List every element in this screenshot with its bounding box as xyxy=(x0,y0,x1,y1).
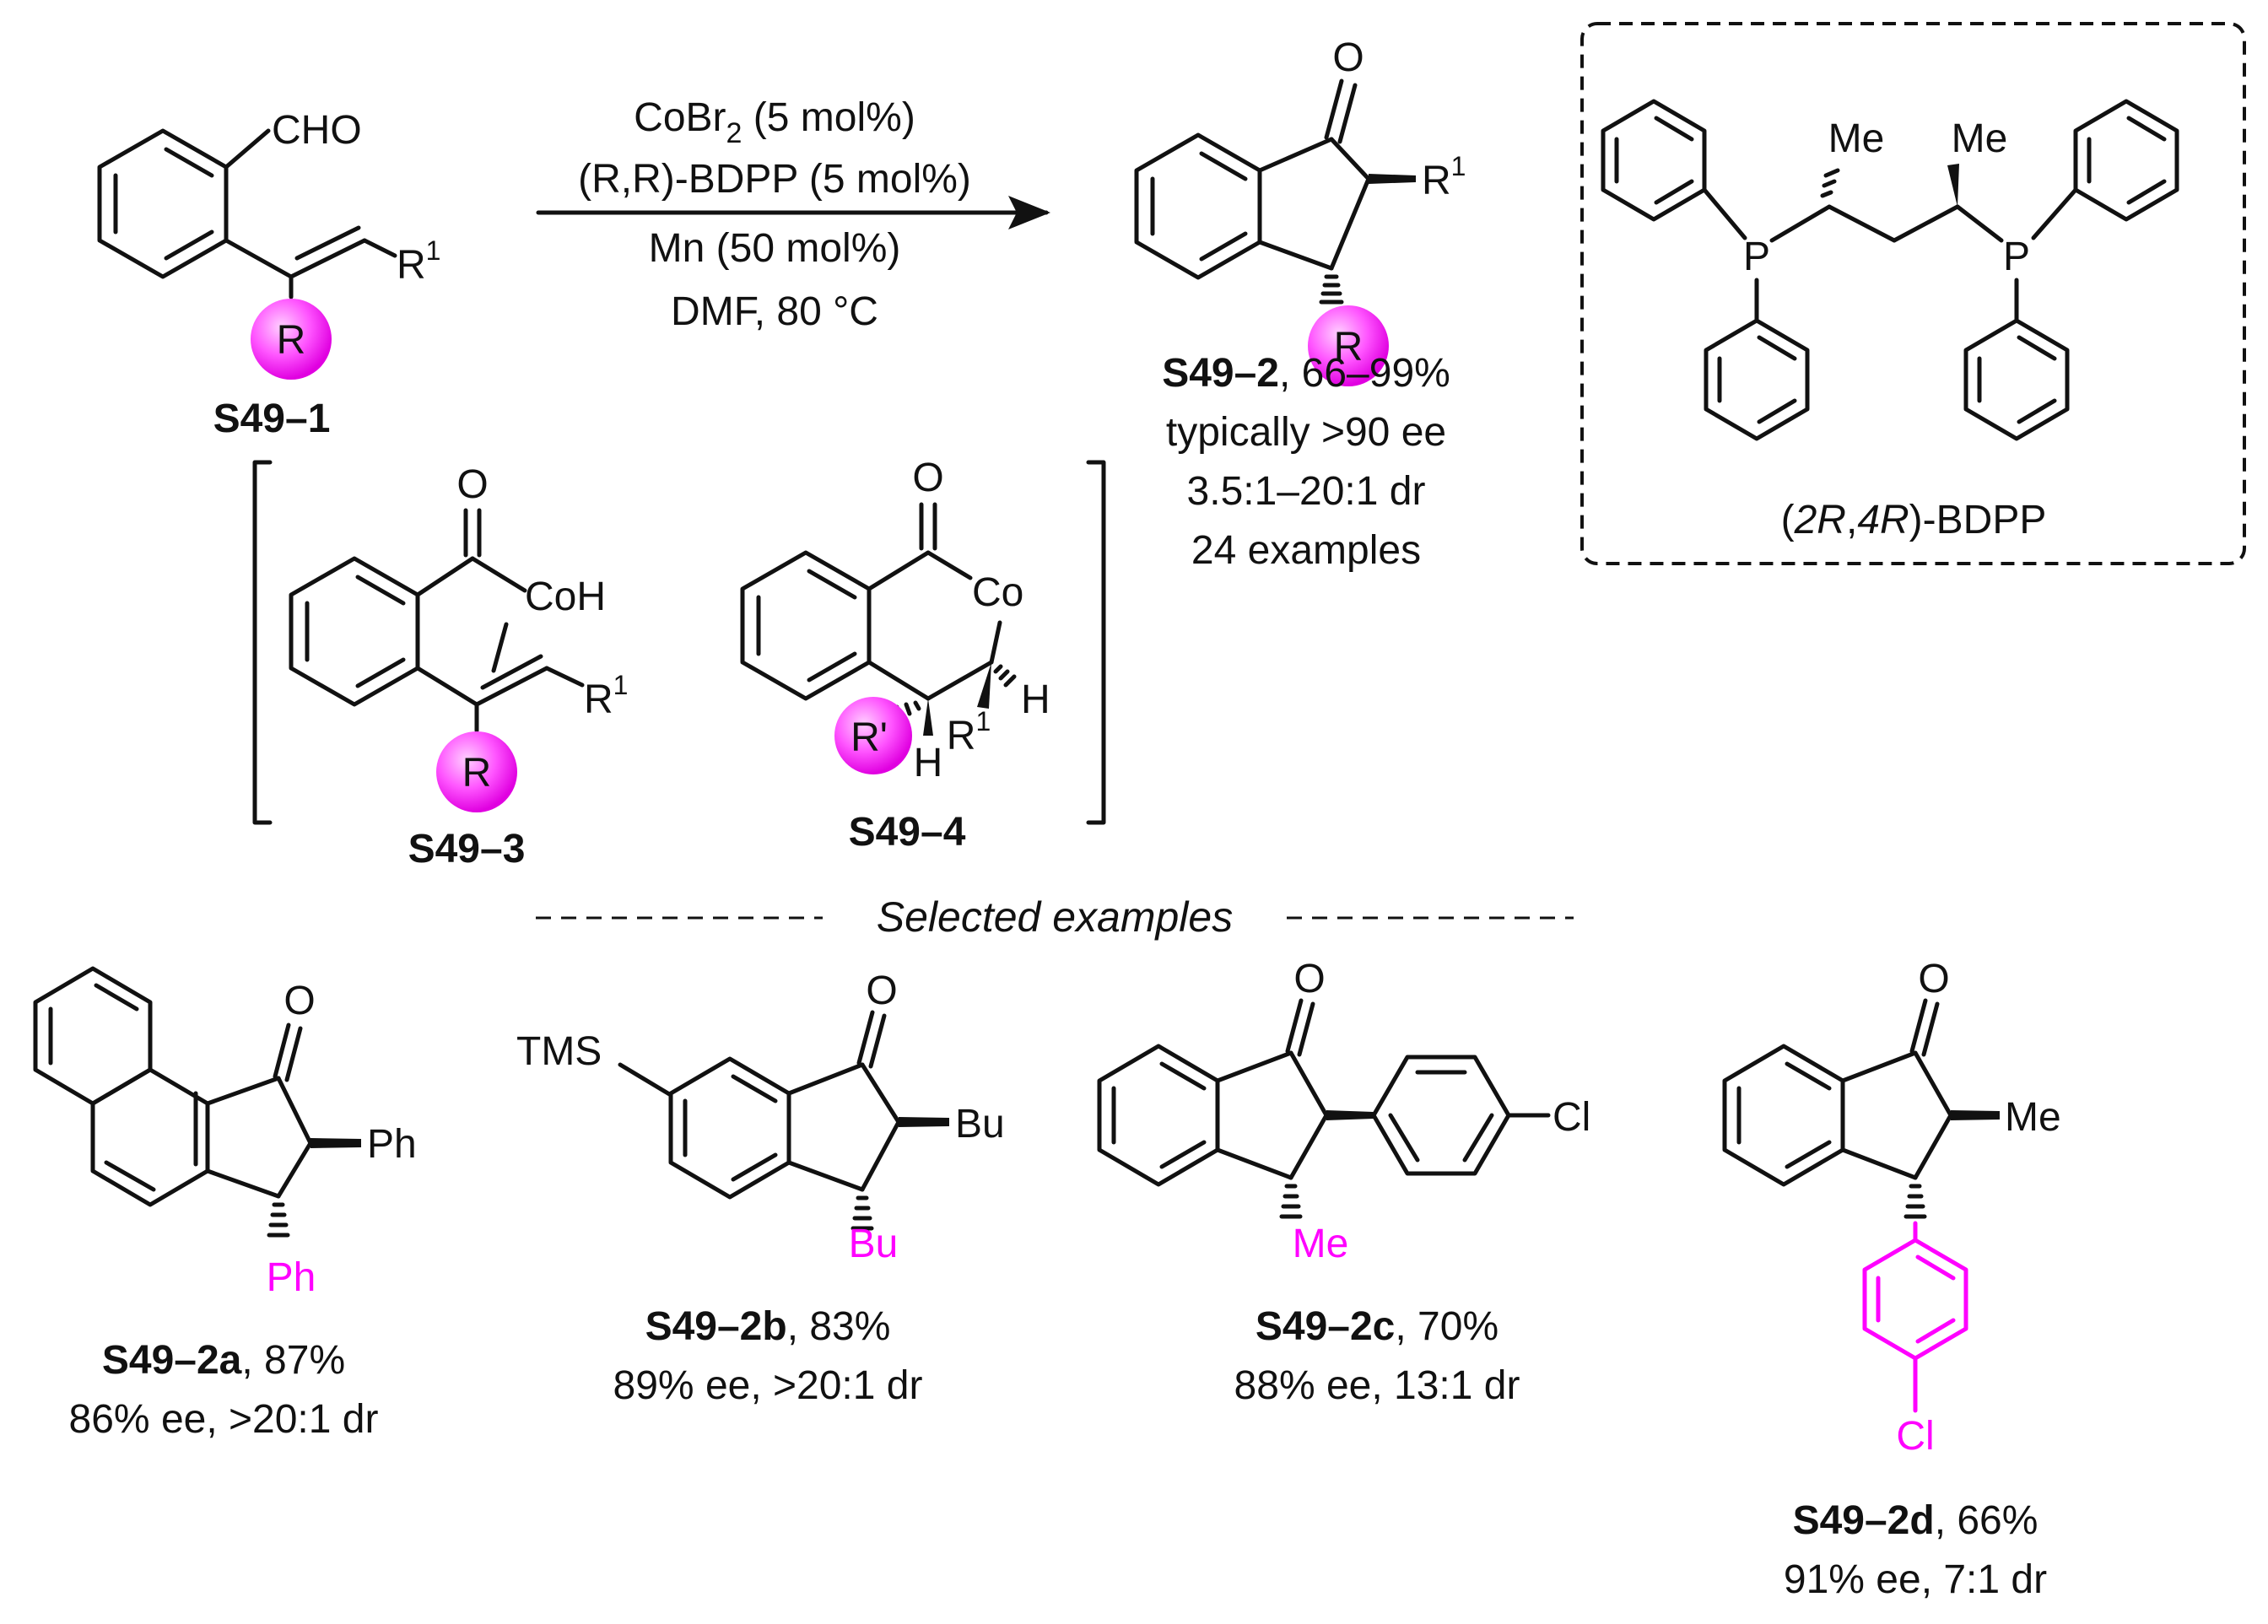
condition-ligand: (R,R)-BDPP (5 mol%) xyxy=(578,157,971,202)
wedge-bond xyxy=(923,699,933,736)
product-s49-2: O R1 R S49–2, 66–99% typically >90 ee 3.… xyxy=(1134,35,1466,573)
intermediate-s49-3: O CoH R1 R S49–3 xyxy=(289,462,628,871)
example-a-r1: Ph xyxy=(367,1122,417,1167)
substituent-sphere xyxy=(834,697,912,774)
wedge-bond xyxy=(977,662,991,709)
wedge-bond xyxy=(1947,164,1959,207)
example-c-r2: Me xyxy=(1293,1222,1349,1266)
aldehyde-label: CHO xyxy=(272,108,362,153)
substituent-sphere xyxy=(1308,305,1389,386)
example-a-label-line: S49–2a, 87% xyxy=(102,1338,345,1383)
intermediate-substituent: R' xyxy=(850,715,888,760)
hashed-bond xyxy=(1279,1184,1303,1219)
ketone-oxygen: O xyxy=(912,456,943,500)
example-a-r2: Ph xyxy=(267,1255,316,1300)
example-c-oxygen: O xyxy=(1293,957,1325,1001)
example-s49-2a: O Ph Ph S49–2a, 87% 86% ee, >20:1 dr xyxy=(33,966,417,1442)
example-a-oxygen: O xyxy=(284,979,315,1023)
hydrogen-right: H xyxy=(1021,677,1050,722)
example-b-label-line: S49–2b, 83% xyxy=(645,1304,891,1349)
example-b-tms: TMS xyxy=(516,1029,602,1074)
wedge-bond xyxy=(1369,174,1416,184)
product-substituent: R xyxy=(1334,325,1364,370)
hashed-bond xyxy=(1820,168,1840,198)
condition-reductant: Mn (50 mol%) xyxy=(649,226,901,271)
hashed-bond xyxy=(267,1202,290,1238)
hashed-bond xyxy=(1319,274,1344,305)
intermediate-r1: R1 xyxy=(584,670,628,722)
example-s49-2c: O Cl Me S49–2c, 70% 88% ee, 13:1 dr xyxy=(1097,957,1590,1408)
example-c-chloro: Cl xyxy=(1552,1095,1590,1140)
starting-material-s49-1: CHO R1 R S49–1 xyxy=(97,108,440,441)
example-d-selectivity: 91% ee, 7:1 dr xyxy=(1784,1557,2047,1602)
r1-label: R1 xyxy=(397,235,440,288)
compound-label-s49-4: S49–4 xyxy=(849,810,966,855)
example-d-r1: Me xyxy=(2005,1095,2061,1140)
example-c-selectivity: 88% ee, 13:1 dr xyxy=(1234,1363,1520,1408)
substituent-sphere xyxy=(436,731,517,812)
intermediate-brackets xyxy=(252,460,1106,825)
right-bracket xyxy=(1086,460,1106,825)
product-label-line: S49–2, 66–99% xyxy=(1162,351,1450,396)
methyl-left: Me xyxy=(1828,116,1885,161)
cobalt-label: Co xyxy=(972,570,1023,615)
ligand-name: (2R,4R)-BDPP xyxy=(1781,498,2047,542)
hashed-bond xyxy=(850,1195,874,1231)
condition-catalyst: CoBr2 (5 mol%) xyxy=(634,95,915,149)
example-d-label-line: S49–2d, 66% xyxy=(1793,1498,2038,1543)
section-title: Selected examples xyxy=(877,893,1233,941)
selected-examples-divider: Selected examples xyxy=(536,893,1574,941)
intermediate-r1: R1 xyxy=(947,706,991,758)
wedge-bond xyxy=(310,1138,361,1148)
substituent-label: R xyxy=(277,318,306,363)
wedge-bond xyxy=(1951,1110,2000,1120)
product-examples-count: 24 examples xyxy=(1191,528,1421,573)
hydrogen-bottom: H xyxy=(914,741,943,785)
example-s49-2b: TMS O Bu Bu S49–2b, 83% 89% ee, >20:1 dr xyxy=(516,968,1005,1408)
acyl-oxygen: O xyxy=(456,462,488,507)
product-r1: R1 xyxy=(1422,151,1466,203)
dashed-frame xyxy=(1580,22,2246,565)
example-b-oxygen: O xyxy=(866,968,897,1013)
intermediate-substituent: R xyxy=(462,751,492,796)
left-bracket xyxy=(252,460,273,825)
example-d-oxygen: O xyxy=(1918,957,1949,1001)
example-b-r1: Bu xyxy=(955,1102,1005,1147)
wedge-bond xyxy=(1326,1110,1374,1120)
example-s49-2d: O Me Cl S49–2d, 66% 91% ee, 7:1 dr xyxy=(1722,957,2061,1602)
condition-solvent: DMF, 80 °C xyxy=(671,289,878,334)
example-c-label-line: S49–2c, 70% xyxy=(1256,1304,1498,1349)
methyl-right: Me xyxy=(1952,116,2008,161)
substituent-sphere xyxy=(251,299,332,380)
product-oxygen: O xyxy=(1332,35,1364,80)
hashed-bond xyxy=(993,664,1017,688)
wedge-bond xyxy=(899,1117,949,1127)
example-b-r2: Bu xyxy=(849,1222,899,1266)
cobalt-hydride: CoH xyxy=(525,575,606,619)
reaction-conditions: CoBr2 (5 mol%) (R,R)-BDPP (5 mol%) Mn (5… xyxy=(536,95,1050,334)
compound-label-s49-1: S49–1 xyxy=(213,397,331,441)
phosphorus-right: P xyxy=(2003,235,2030,279)
example-d-chloro: Cl xyxy=(1896,1414,1934,1459)
example-a-selectivity: 86% ee, >20:1 dr xyxy=(69,1397,379,1442)
ligand-box: P Me Me P (2R,4R)-BDPP xyxy=(1580,22,2246,565)
compound-label-s49-3: S49–3 xyxy=(408,827,526,871)
example-b-selectivity: 89% ee, >20:1 dr xyxy=(613,1363,923,1408)
product-dr: 3.5:1–20:1 dr xyxy=(1187,469,1426,514)
hashed-bond xyxy=(1904,1184,1927,1219)
product-ee: typically >90 ee xyxy=(1166,410,1446,455)
phosphorus-left: P xyxy=(1743,235,1770,279)
intermediate-s49-4: O Co H R1 H R' S49–4 xyxy=(740,456,1050,855)
